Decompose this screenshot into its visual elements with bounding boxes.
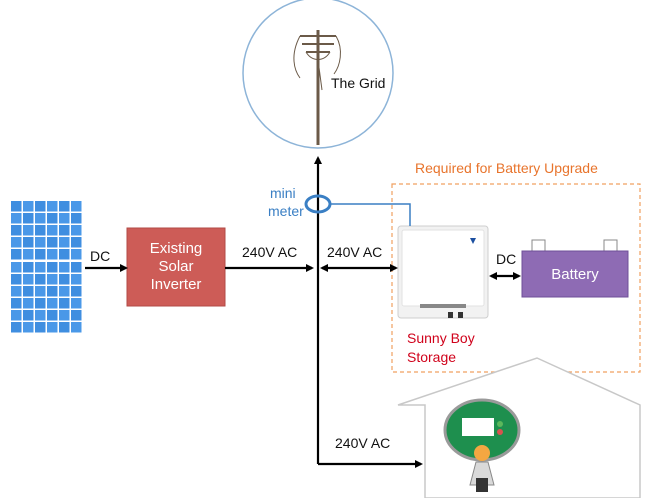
solar-cell xyxy=(11,322,22,333)
solar-cell xyxy=(23,322,34,333)
solar-cell xyxy=(59,310,70,321)
inverter-label-line3: Inverter xyxy=(150,276,202,293)
solar-cell xyxy=(11,298,22,309)
solar-cell xyxy=(71,213,82,224)
solar-cell xyxy=(71,310,82,321)
link-label-dc-panel: DC xyxy=(90,248,111,264)
solar-cell xyxy=(59,286,70,297)
solar-cell xyxy=(11,201,22,212)
solar-cell xyxy=(71,274,82,285)
solar-cell xyxy=(47,262,58,273)
solar-cell xyxy=(59,274,70,285)
solar-cell xyxy=(59,249,70,260)
link-label-ac-storage: 240V AC xyxy=(327,244,383,260)
solar-cell xyxy=(35,310,46,321)
link-label-ac-house: 240V AC xyxy=(335,435,391,451)
solar-cell xyxy=(11,213,22,224)
solar-cell xyxy=(59,201,70,212)
solar-cell xyxy=(59,262,70,273)
solar-cell xyxy=(11,310,22,321)
storage-label-line1: Sunny Boy xyxy=(407,330,475,346)
solar-cell xyxy=(47,298,58,309)
inverter-label-line2: Solar xyxy=(158,258,194,275)
solar-cell xyxy=(47,213,58,224)
inverter-label-line1: Existing xyxy=(149,240,203,257)
solar-cell xyxy=(59,237,70,248)
solar-cell xyxy=(23,286,34,297)
solar-cell xyxy=(11,225,22,236)
solar-cell xyxy=(11,237,22,248)
solar-cell xyxy=(11,249,22,260)
solar-cell xyxy=(71,286,82,297)
solar-cell xyxy=(35,213,46,224)
solar-cell xyxy=(71,262,82,273)
solar-cell xyxy=(47,274,58,285)
link-label-ac-inverter: 240V AC xyxy=(242,244,298,260)
upgrade-region-title: Required for Battery Upgrade xyxy=(415,160,598,176)
solar-cell xyxy=(71,322,82,333)
solar-cell xyxy=(23,310,34,321)
inverter-box xyxy=(126,227,226,307)
solar-cell xyxy=(71,237,82,248)
solar-cell xyxy=(59,213,70,224)
solar-cell xyxy=(23,298,34,309)
solar-cell xyxy=(59,225,70,236)
meter-label-line2: meter xyxy=(268,203,304,219)
solar-cell xyxy=(35,298,46,309)
grid-label: The Grid xyxy=(331,75,386,91)
solar-panel-icon xyxy=(10,200,85,338)
solar-cell xyxy=(47,201,58,212)
solar-cell xyxy=(35,249,46,260)
storage-label-line2: Storage xyxy=(407,349,457,365)
solar-cell xyxy=(71,298,82,309)
solar-cell xyxy=(47,322,58,333)
solar-cell xyxy=(23,262,34,273)
solar-cell xyxy=(35,322,46,333)
solar-cell xyxy=(71,249,82,260)
battery-label: Battery xyxy=(551,266,599,283)
solar-cell xyxy=(35,237,46,248)
inverter-label: Existing Solar Inverter xyxy=(127,240,225,294)
solar-cell xyxy=(23,201,34,212)
solar-cell xyxy=(35,262,46,273)
solar-cell xyxy=(23,249,34,260)
solar-cell xyxy=(35,201,46,212)
mini-meter-icon xyxy=(304,194,411,226)
utility-pole-icon xyxy=(293,30,341,145)
solar-cell xyxy=(71,201,82,212)
solar-cell xyxy=(35,286,46,297)
solar-cell xyxy=(59,322,70,333)
solar-cell xyxy=(35,274,46,285)
solar-cell xyxy=(47,310,58,321)
solar-cell xyxy=(11,286,22,297)
solar-cell xyxy=(59,298,70,309)
solar-cell xyxy=(47,225,58,236)
solar-cell xyxy=(71,225,82,236)
solar-cell xyxy=(11,262,22,273)
solar-cell xyxy=(23,225,34,236)
solar-cell xyxy=(35,225,46,236)
wires xyxy=(85,156,521,468)
grid-node xyxy=(242,0,394,149)
solar-cell xyxy=(23,237,34,248)
solar-cell xyxy=(47,249,58,260)
solar-cell xyxy=(47,286,58,297)
storage-device-icon xyxy=(397,225,489,319)
solar-cell xyxy=(11,274,22,285)
ev-charger-icon xyxy=(443,398,521,492)
meter-label-line1: mini xyxy=(270,185,296,201)
battery-icon xyxy=(521,239,629,298)
solar-cell xyxy=(47,237,58,248)
solar-cell xyxy=(23,213,34,224)
solar-cell xyxy=(23,274,34,285)
link-label-dc-battery: DC xyxy=(496,251,517,267)
